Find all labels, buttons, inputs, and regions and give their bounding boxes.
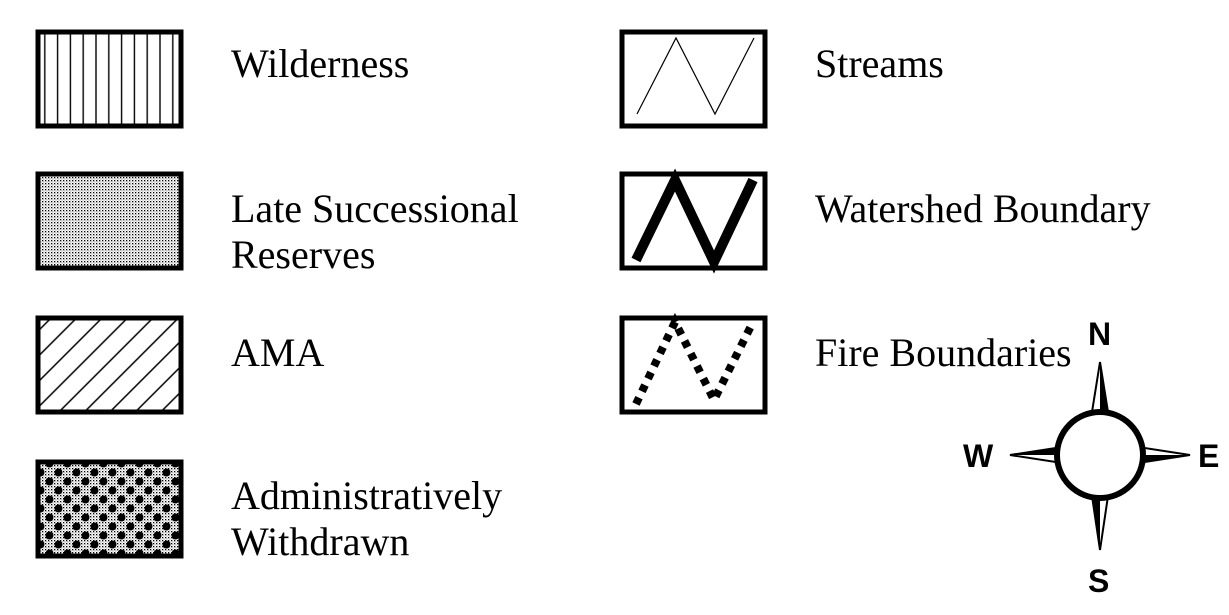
admin-withdrawn-label-line2: Withdrawn — [231, 519, 409, 564]
compass-rose-icon: N S E W — [963, 316, 1219, 599]
compass-north-label: N — [1088, 316, 1111, 352]
legend-item-administratively-withdrawn: Administratively Withdrawn — [35, 459, 502, 564]
late-successional-symbol — [35, 171, 184, 271]
watershed-label: Watershed Boundary — [815, 186, 1151, 231]
legend-item-late-successional-reserves: Late Successional Reserves — [35, 171, 519, 277]
admin-withdrawn-symbol — [35, 459, 184, 559]
legend-item-watershed-boundary: Watershed Boundary — [619, 168, 1151, 274]
ama-label: AMA — [231, 330, 324, 375]
compass-west-label: W — [963, 438, 994, 474]
compass-south-label: S — [1088, 563, 1109, 599]
streams-label: Streams — [815, 41, 944, 86]
fire-label: Fire Boundaries — [815, 330, 1072, 375]
streams-line-icon — [636, 36, 755, 116]
late-successional-label-line1: Late Successional — [231, 186, 519, 231]
legend-item-wilderness: Wilderness — [35, 29, 409, 129]
wilderness-symbol — [35, 29, 184, 129]
ama-symbol — [35, 315, 184, 415]
late-successional-label-line2: Reserves — [231, 232, 375, 277]
admin-withdrawn-label-line1: Administratively — [231, 473, 502, 518]
fire-line-icon — [632, 312, 757, 409]
legend-item-fire-boundaries: Fire Boundaries — [619, 312, 1072, 415]
legend-item-ama: AMA — [35, 315, 324, 415]
compass-ring — [1054, 409, 1146, 501]
streams-symbol — [619, 29, 768, 129]
watershed-line-icon — [631, 168, 758, 274]
legend-item-streams: Streams — [619, 29, 944, 129]
fire-symbol — [619, 315, 768, 415]
wilderness-label: Wilderness — [231, 41, 409, 86]
compass-east-label: E — [1198, 438, 1219, 474]
